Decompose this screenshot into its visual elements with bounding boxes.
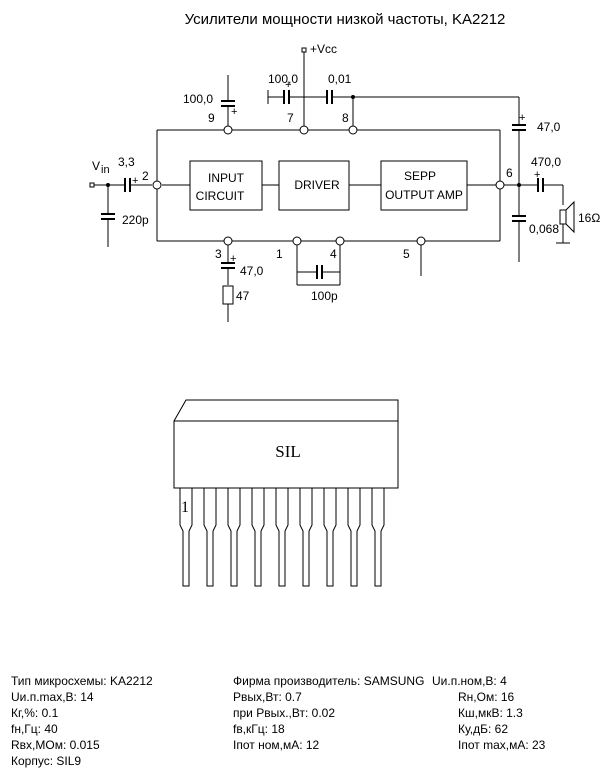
package-lead xyxy=(227,488,241,587)
c-out-plus: + xyxy=(534,169,540,181)
pin-8-label: 8 xyxy=(342,111,349,125)
driver-block: DRIVER xyxy=(278,160,350,211)
package-lead xyxy=(251,488,265,587)
pin-3-network: + 47,0 47 xyxy=(221,245,264,322)
c-pin3-plus: + xyxy=(230,253,236,265)
package-label: SIL xyxy=(275,442,301,461)
pin-4-label: 4 xyxy=(330,247,337,261)
c-zobel-value: 0,068 xyxy=(529,222,559,236)
package-pin-one-label: 1 xyxy=(181,499,189,516)
pin-5-node xyxy=(416,236,426,246)
output-stage: + 470,0 0,068 xyxy=(499,155,564,262)
c-in-gnd: 220p xyxy=(101,185,149,247)
sil-package-drawing: SIL 1 xyxy=(173,399,399,587)
speaker-value: 16Ω xyxy=(578,211,600,225)
driver-block-label: DRIVER xyxy=(294,178,340,192)
pin-3-node xyxy=(223,236,233,246)
vcc-supply: +Vcc 100,0 + 0,01 xyxy=(267,42,519,126)
package-lead xyxy=(371,488,385,587)
package-lead xyxy=(299,488,313,587)
pin-2-node xyxy=(152,180,162,190)
c-pin9: 100,0 + xyxy=(183,75,237,126)
spec-i-max: Iпот max,мА: 23 xyxy=(458,738,546,752)
package-lead xyxy=(275,488,289,587)
spec-i-nom: Iпот ном,мА: 12 xyxy=(233,738,320,752)
pin-9-node xyxy=(223,125,233,135)
c-pin3-value: 47,0 xyxy=(240,264,264,278)
spec-noise: Кш,мкВ: 1.3 xyxy=(458,706,523,720)
package-leads xyxy=(179,488,385,587)
c-pin8-value: 0,01 xyxy=(328,72,352,86)
spec-gain: Ку,дБ: 62 xyxy=(458,722,509,736)
package-lead xyxy=(203,488,217,587)
pin-3-label: 3 xyxy=(215,247,222,261)
c-pin7-plus: + xyxy=(285,79,291,91)
pin-8-node xyxy=(348,125,358,135)
vcc-label: +Vcc xyxy=(310,42,337,56)
spec-thd: Кг,%: 0.1 xyxy=(11,706,59,720)
pin-1-node xyxy=(292,236,302,246)
input-block-line2: CIRCUIT xyxy=(196,189,245,203)
pin-7-label: 7 xyxy=(287,111,294,125)
speaker-icon: 16Ω xyxy=(556,200,600,244)
spec-r-in: Rвх,МОм: 0.015 xyxy=(11,738,100,752)
pin-6-label: 6 xyxy=(506,166,513,180)
spec-type: Тип микросхемы: KA2212 xyxy=(11,674,153,688)
vin-label-base: V xyxy=(92,159,100,173)
c-pin9-plus: + xyxy=(231,106,237,118)
output-block-line2: OUTPUT AMP xyxy=(385,188,463,202)
spec-r-load: Rн,Ом: 16 xyxy=(458,690,515,704)
package-lead xyxy=(323,488,337,587)
pin-1-label: 1 xyxy=(276,247,283,261)
spec-f-high: fв,кГц: 18 xyxy=(233,722,285,736)
spec-f-low: fн,Гц: 40 xyxy=(11,722,58,736)
package-lead xyxy=(347,488,361,587)
c-boot-value: 47,0 xyxy=(537,120,561,134)
circuit-schematic: INPUT CIRCUIT DRIVER SEPP OUTPUT AMP V i… xyxy=(89,42,600,322)
spec-u-max: Uи.п.max,В: 14 xyxy=(11,690,94,704)
c-fb-value: 100p xyxy=(311,289,338,303)
c-boot-plus: + xyxy=(519,112,525,124)
c-in-plus: + xyxy=(132,175,138,187)
spec-p-out-at: при Рвых.,Вт: 0.02 xyxy=(233,706,336,720)
diagram-title: Усилители мощности низкой частоты, KA221… xyxy=(185,11,506,28)
pin-9-label: 9 xyxy=(208,111,215,125)
c-out-value: 470,0 xyxy=(531,155,561,169)
pin-7-node xyxy=(299,125,309,135)
pin-4-node xyxy=(335,236,345,246)
output-block-line1: SEPP xyxy=(404,169,436,183)
c-pin9-value: 100,0 xyxy=(183,92,213,106)
spec-u-nom: Uи.п.ном,В: 4 xyxy=(432,674,507,688)
sepp-output-block: SEPP OUTPUT AMP xyxy=(380,160,468,211)
c-in-gnd-value: 220p xyxy=(122,213,149,227)
pin-6-node xyxy=(495,180,505,190)
c-boot: + 47,0 xyxy=(512,97,561,185)
input-circuit-block: INPUT CIRCUIT xyxy=(189,160,263,211)
pin-2-label: 2 xyxy=(142,169,149,183)
spec-package: Корпус: SIL9 xyxy=(11,754,82,768)
vin-label-sub: in xyxy=(101,164,110,176)
c-in-value: 3,3 xyxy=(118,155,135,169)
spec-maker: Фирма производитель: SAMSUNG xyxy=(233,674,425,688)
vin-input: V in 3,3 + xyxy=(89,155,152,192)
r-pin3-value: 47 xyxy=(236,289,250,303)
c-pin7-value: 100,0 xyxy=(268,72,298,86)
spec-p-out: Рвых,Вт: 0.7 xyxy=(233,690,302,704)
pin-5-label: 5 xyxy=(403,247,410,261)
c-fb: 100p xyxy=(296,245,341,303)
package-lead xyxy=(179,488,193,587)
input-block-line1: INPUT xyxy=(208,171,245,185)
